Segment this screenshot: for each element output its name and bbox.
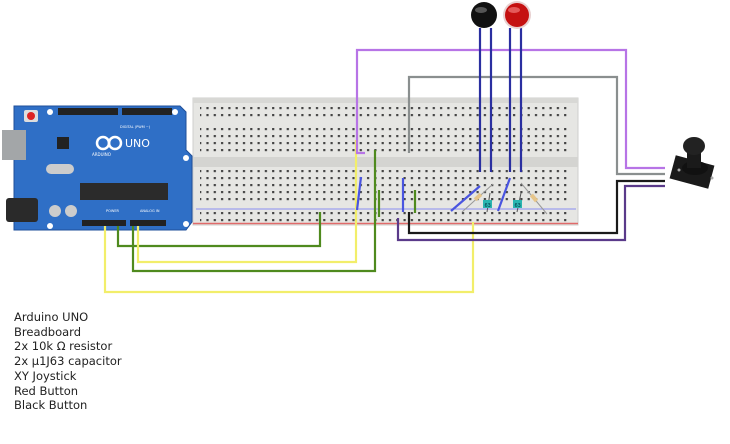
wire-yellow-a0[interactable] (136, 140, 358, 264)
wire-gray-joystick[interactable] (407, 75, 665, 176)
xy-joystick[interactable] (669, 137, 715, 189)
arduino-logo-text: UNO (125, 137, 150, 150)
arduino-brand-text: ARDUINO (92, 152, 111, 157)
parts-list-item: Red Button (14, 383, 79, 398)
wire-purple-joystick[interactable] (396, 184, 665, 242)
wire-green-a1[interactable] (131, 150, 377, 273)
usb-port (2, 130, 26, 160)
resistor-2 (520, 182, 548, 215)
bottom-power-rail (200, 210, 570, 222)
wire-black-joystick[interactable] (407, 179, 665, 235)
parts-list-item: 2x µ1J63 capacitor (14, 354, 122, 369)
capacitor-2: 63 (513, 192, 522, 213)
capacitor-label: 63 (515, 203, 521, 209)
red-button[interactable] (503, 1, 531, 29)
reset-button[interactable] (27, 112, 35, 120)
wire-yellow-5v[interactable] (103, 222, 475, 294)
power-label: POWER (106, 209, 120, 213)
parts-list-item: Black Button (14, 398, 88, 413)
parts-list-item: XY Joystick (14, 368, 77, 383)
capacitor-label: 63 (485, 203, 491, 209)
analog-label: ANALOG IN (140, 209, 160, 213)
atmega-chip (80, 183, 168, 200)
black-button[interactable] (471, 2, 497, 28)
wire-green-gnd[interactable] (116, 212, 322, 248)
jumper-blue[interactable] (355, 176, 363, 211)
parts-list-item: Arduino UNO (14, 310, 89, 324)
arduino-uno: UNO ARDUINO DIGITAL (PWM ~) POWER ANALOG… (2, 105, 193, 231)
top-terminal-strip (200, 125, 570, 155)
power-jack (6, 198, 38, 222)
breadboard (192, 97, 579, 226)
parts-list: Arduino UNO Breadboard 2x 10k Ω resistor… (14, 310, 122, 413)
digital-label: DIGITAL (PWM ~) (120, 125, 151, 129)
jumper-blue[interactable] (450, 185, 481, 212)
parts-list-item: 2x 10k Ω resistor (14, 339, 113, 354)
parts-list-item: Breadboard (14, 324, 81, 339)
capacitor-1: 63 (483, 192, 492, 213)
jumper-blue[interactable] (496, 177, 512, 212)
bottom-terminal-strip (200, 168, 570, 203)
top-power-rail (200, 103, 570, 117)
resistor-1 (461, 183, 494, 213)
